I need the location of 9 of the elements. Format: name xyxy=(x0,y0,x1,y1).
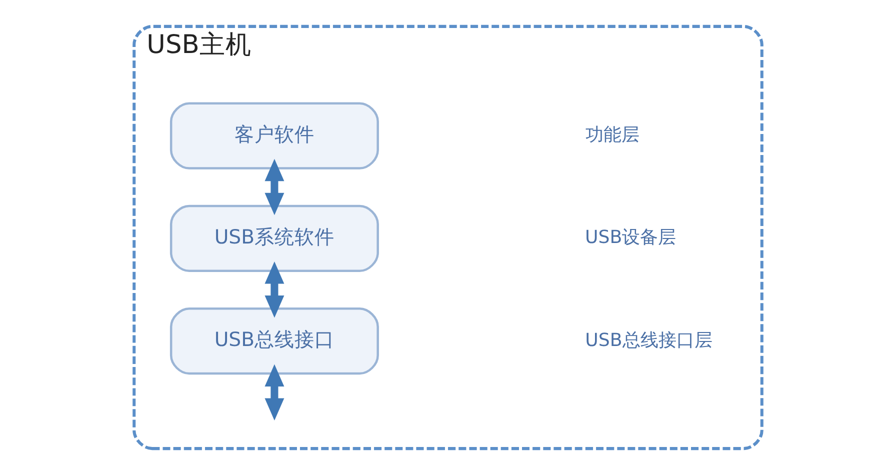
node-box: USB系统软件 xyxy=(169,204,378,272)
label: USB设备层 xyxy=(584,227,676,248)
label: USB总线接口层 xyxy=(584,330,712,351)
arrow xyxy=(264,262,284,318)
node-box: USB总线接口 xyxy=(169,308,378,375)
arrow xyxy=(264,158,284,216)
node-box: 客户软件 xyxy=(169,102,378,170)
label: 功能层 xyxy=(584,124,639,146)
arrow xyxy=(264,364,284,420)
